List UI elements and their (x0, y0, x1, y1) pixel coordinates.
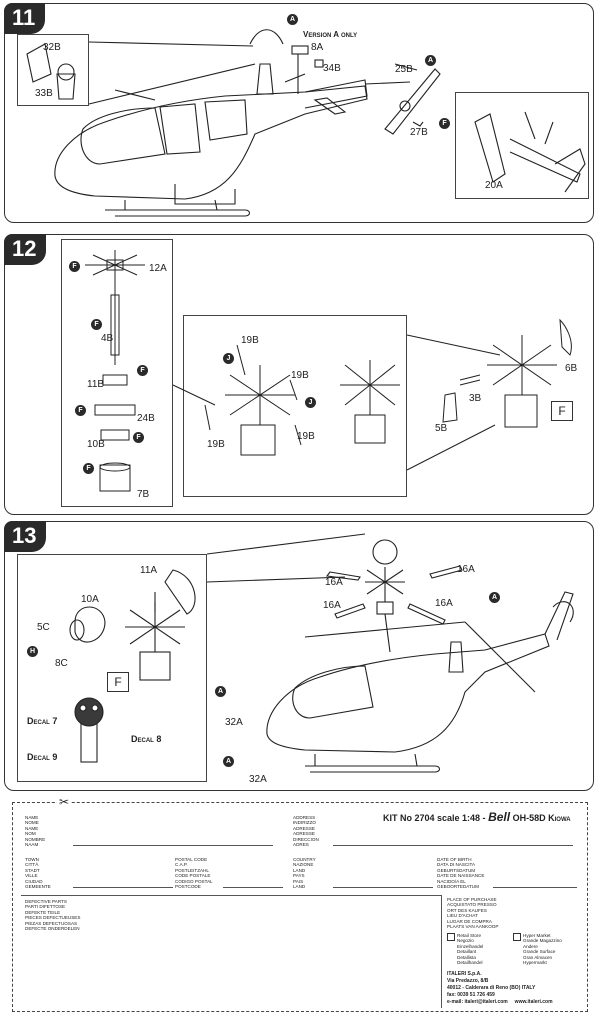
finish-box: F (107, 672, 129, 692)
name-field[interactable] (73, 845, 273, 846)
purchase-labels: PLACE OF PURCHASE ACQUISTATO PRESSO ORT … (447, 897, 499, 930)
part-label: 16A (325, 577, 343, 588)
part-label: 34B (323, 63, 341, 74)
part-label: 16A (323, 600, 341, 611)
part-label: 6B (565, 363, 578, 374)
country-field[interactable] (333, 887, 433, 888)
marker-h: H (27, 646, 38, 657)
marker-f: F (439, 118, 450, 129)
marker-a: A (287, 14, 298, 25)
part-label: 4B (101, 333, 114, 344)
step-12-panel: 12 F (4, 234, 594, 515)
postal-field[interactable] (223, 887, 283, 888)
step-number: 11 (4, 3, 46, 34)
version-note: Version A only (303, 30, 358, 39)
address-field[interactable] (333, 845, 573, 846)
marker-a: A (489, 592, 500, 603)
country-labels: COUNTRY NAZIONE LAND PAYS PAIS LAND (293, 857, 316, 890)
step-number: 12 (4, 234, 47, 265)
marker-f: F (91, 319, 102, 330)
part-label: 5C (37, 622, 50, 633)
part-label: 16A (435, 598, 453, 609)
decal-label: Decal 7 (27, 716, 58, 726)
marker-j: J (305, 397, 316, 408)
inset-rotor-head (17, 34, 89, 106)
part-label: 19B (291, 370, 309, 381)
marker-a: A (215, 686, 226, 697)
part-label: 19B (297, 431, 315, 442)
finish-box: F (551, 401, 573, 421)
birth-field[interactable] (493, 887, 577, 888)
kit-number: KIT No 2704 scale 1:48 - Bell OH-58D Kio… (383, 810, 571, 824)
name-labels: NAME NOME NAME NOM NOMBRE NAAM (25, 815, 46, 848)
part-label: 27B (410, 127, 428, 138)
part-label: 5B (435, 423, 448, 434)
town-labels: TOWN CITTÀ STADT VILLE CIUDAD GEMEENTE (25, 857, 51, 890)
part-label: 32B (43, 42, 61, 53)
part-label: 10B (87, 439, 105, 450)
hyper-market-labels: Hyper Market Grande Magazzino Andere Gra… (523, 933, 562, 966)
inset-rotor-parts (61, 239, 173, 507)
part-label: 32A (225, 717, 243, 728)
marker-f: F (133, 432, 144, 443)
part-label: 32A (249, 774, 267, 785)
marker-f: F (75, 405, 86, 416)
town-field[interactable] (73, 887, 173, 888)
part-label: 24B (137, 413, 155, 424)
bell-logo: Bell (488, 810, 511, 824)
decal-label: Decal 9 (27, 752, 58, 762)
part-label: 33B (35, 88, 53, 99)
part-label: 20A (485, 180, 503, 191)
defective-parts-form: ✂ KIT No 2704 scale 1:48 - Bell OH-58D K… (12, 795, 588, 1012)
scissors-icon: ✂ (57, 795, 72, 809)
part-label: 16A (457, 564, 475, 575)
marker-f: F (137, 365, 148, 376)
defective-labels: DEFECTIVE PARTS PARTI DIFETTOSE DEFEKTE … (25, 899, 81, 932)
hyper-market-checkbox[interactable] (513, 933, 521, 941)
helicopter-final-drawing (69, 533, 574, 773)
marker-a: A (223, 756, 234, 767)
step-13-panel: 13 F (4, 521, 594, 791)
part-label: 10A (81, 594, 99, 605)
marker-f: F (69, 261, 80, 272)
rotor-hub-drawing (85, 250, 572, 492)
company-address: ITALERI S.p.A. Via Predazzo, 8/B 40012 -… (447, 971, 553, 1005)
decal-label: Decal 8 (131, 734, 162, 744)
retail-store-checkbox[interactable] (447, 933, 455, 941)
postal-labels: POSTAL CODE C.A.P. POSTLEITZAHL CODE POS… (175, 857, 213, 890)
step-number: 13 (4, 521, 47, 552)
part-label: 12A (149, 263, 167, 274)
marker-j: J (223, 353, 234, 364)
part-label: 19B (207, 439, 225, 450)
inset-rotor-cap (17, 554, 207, 782)
helicopter-drawing (26, 29, 586, 217)
part-label: 19B (241, 335, 259, 346)
retail-store-labels: Retail Store Negozio Einzelhandel Detail… (457, 933, 484, 966)
part-label: 3B (469, 393, 482, 404)
inset-tail-rotor (455, 92, 589, 199)
marker-f: F (83, 463, 94, 474)
part-label: 11B (87, 379, 105, 390)
part-label: 8A (311, 42, 324, 53)
address-labels: ADDRESS INDIRIZZO ADRESSE ADRESSE DIRECC… (293, 815, 319, 848)
part-label: 11A (140, 565, 158, 576)
step-11-panel: 11 (4, 3, 594, 223)
part-label: 8C (55, 658, 68, 669)
birth-labels: DATE OF BIRTH DATA DI NASCITA GEBURTSDAT… (437, 857, 485, 890)
marker-a: A (425, 55, 436, 66)
part-label: 25B (395, 64, 413, 75)
part-label: 7B (137, 489, 150, 500)
defective-parts-box[interactable] (21, 895, 442, 1008)
